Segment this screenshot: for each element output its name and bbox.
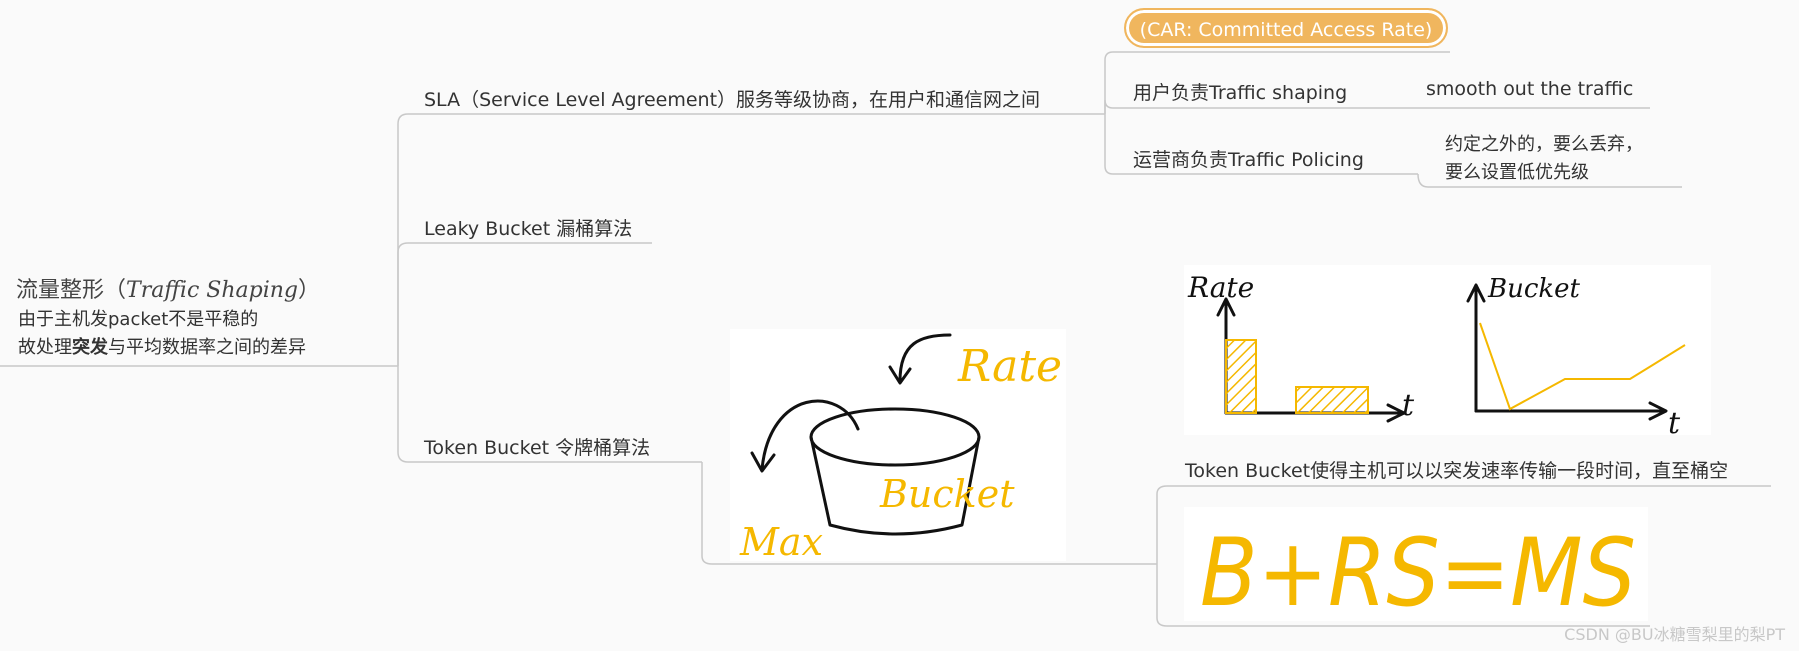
graph2-x-arrow	[1648, 401, 1668, 421]
branch-token-bucket[interactable]: Token Bucket 令牌桶算法	[424, 437, 651, 459]
bucket-sketch-image: Rate Bucket Max	[730, 329, 1066, 564]
bucket-sketch: Rate Bucket Max	[739, 333, 1062, 564]
graphs-sketch: Rate t Bucket t	[1187, 271, 1686, 441]
graph2-y-arrow	[1466, 283, 1486, 303]
bucket-rim	[809, 407, 981, 467]
token-bucket-note[interactable]: Token Bucket使得主机可以以突发速率传输一段时间，直至桶空	[1185, 460, 1729, 482]
car-node[interactable]: (CAR: Committed Access Rate)	[1124, 8, 1448, 48]
root-description: 由于主机发packet不是平稳的 故处理突发与平均数据率之间的差异	[18, 306, 306, 362]
graph1-x-arrow	[1386, 403, 1406, 423]
branch-leaky-bucket[interactable]: Leaky Bucket 漏桶算法	[424, 218, 633, 240]
outflow-arrow	[760, 399, 860, 471]
graph2-t: t	[1668, 406, 1681, 435]
max-label: Max	[739, 520, 823, 561]
root-line-1: 由于主机发packet不是平稳的	[18, 309, 259, 330]
smooth-out-traffic[interactable]: smooth out the traffic	[1426, 78, 1634, 100]
bucket-label: Bucket	[879, 472, 1015, 516]
graphs-sketch-image: Rate t Bucket t	[1184, 265, 1711, 441]
policing-detail-line-1: 约定之外的，要么丢弃，	[1445, 134, 1643, 155]
policing-detail-line-2: 要么设置低优先级	[1445, 162, 1589, 183]
policing-detail[interactable]: 约定之外的，要么丢弃， 要么设置低优先级	[1445, 131, 1643, 187]
watermark: CSDN @BU冰糖雪梨里的梨PT	[1564, 625, 1785, 644]
graph2-ylabel: Bucket	[1487, 274, 1581, 304]
formula-text: B+RS=MS	[1200, 519, 1636, 621]
inflow-arrow	[898, 333, 952, 383]
graph1-ylabel: Rate	[1187, 271, 1254, 304]
burst-bar	[1225, 339, 1257, 414]
graph1-y-arrow	[1216, 297, 1236, 317]
formula-image: B+RS=MS	[1184, 507, 1648, 628]
formula-sketch: B+RS=MS	[1200, 519, 1636, 628]
bucket-body	[809, 435, 981, 536]
inflow-arrow-head	[888, 365, 912, 385]
rate-label: Rate	[957, 341, 1062, 392]
steady-bar	[1295, 386, 1369, 414]
graph1-t: t	[1402, 388, 1415, 423]
root-line-2: 故处理突发与平均数据率之间的差异	[18, 337, 306, 358]
bucket-level-line	[1479, 322, 1686, 411]
outflow-arrow-head	[750, 451, 776, 473]
operator-traffic-policing[interactable]: 运营商负责Traffic Policing	[1133, 149, 1364, 171]
root-title: 流量整形（Traffic Shaping）	[16, 278, 321, 303]
user-traffic-shaping[interactable]: 用户负责Traffic shaping	[1133, 82, 1348, 104]
branch-sla[interactable]: SLA（Service Level Agreement）服务等级协商，在用户和通…	[424, 89, 1041, 111]
